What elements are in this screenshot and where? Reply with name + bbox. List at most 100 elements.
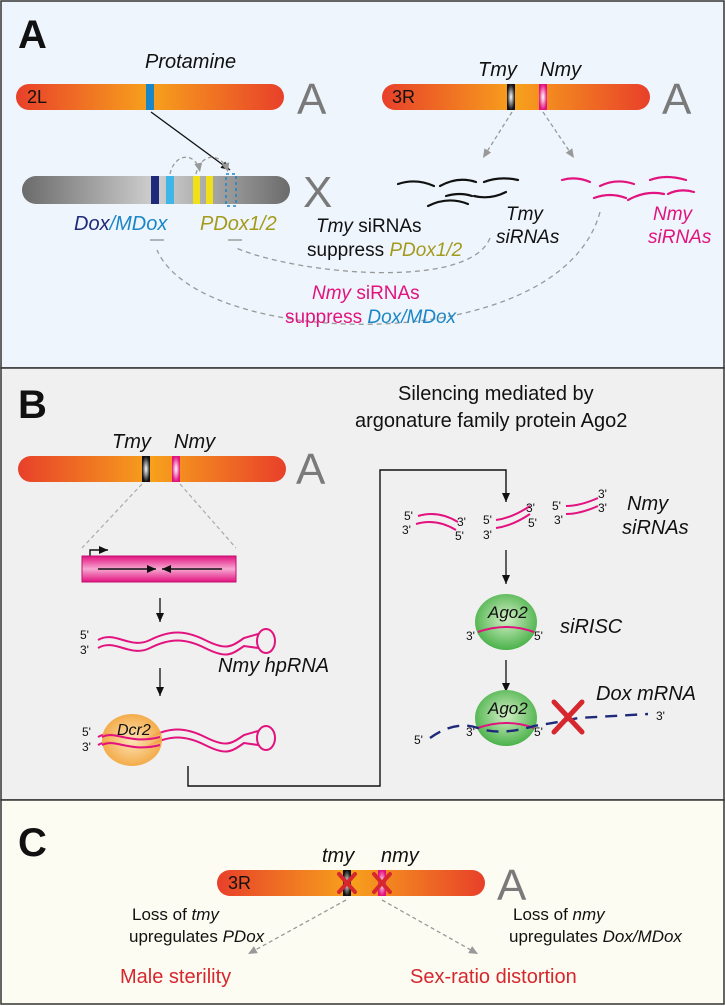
tmy-band [507,84,515,110]
sirna-strand [415,521,457,531]
tmy-transcription-arrow [482,111,513,159]
protamine-insertion-arrow [150,111,231,171]
tmy-sirna-strand [472,190,508,199]
chromosome-3r-c-label: 3R [228,873,251,893]
pdox1-band [193,176,200,204]
ago2-three-prime: 3' [466,725,475,739]
panel-c-letter: C [18,821,47,865]
protamine-insert-site [225,173,237,207]
panel-c-background [0,799,725,1005]
dcr2-label: Dcr2 [117,722,151,739]
nmy-sirnas-label-1: Nmy [653,204,694,225]
sirna-duplex-1: 5' 3' 3' 5' [402,509,466,543]
chromosome-b [18,456,286,482]
sirna-strand [417,513,459,523]
protamine-band [146,84,154,110]
x-letter: X [303,168,332,217]
x-chromosome [22,173,290,207]
prime-label: 3' [457,515,466,529]
prime-label: 5' [528,516,537,530]
autosome-letter-c: A [497,861,527,910]
loss-tmy-text-2: upregulates PDox [129,927,265,946]
nmy-suppress-text-2: suppress Dox/MDox [285,307,458,328]
tmy-label: Tmy [478,59,518,81]
red-cross-stroke [551,699,585,735]
prime-label: 3' [554,513,563,527]
sirisc-label: siRISC [560,616,623,638]
sirna-duplex-2: 5' 3' 3' 5' [483,501,537,542]
nmy-sirnas-label-b-1: Nmy [627,493,669,515]
nmy-label: Nmy [540,59,582,81]
tmy-knockout-cross-icon [337,872,357,894]
chromosome-b-body [18,456,286,482]
dcr2-inner-strand [101,734,161,741]
hprna [97,628,276,656]
male-sterility-label: Male sterility [120,966,231,988]
prime-label: 3' [483,528,492,542]
nmy-sirna-strand [666,189,696,196]
nmy-sirnas-label-b-2: siRNAs [622,517,689,539]
nmy-sirna-strand [592,193,628,200]
nmy-label-c: nmy [381,845,420,867]
prime-label: 3' [598,501,607,515]
dox-mrna-label: Dox mRNA [596,683,696,705]
chromosome-2l: 2L [16,84,284,110]
panel-a-letter: A [18,13,47,57]
ago2-protein [475,594,537,650]
nmy-sirna-strand [648,175,688,182]
zoom-line-right [179,483,237,549]
cross-stroke [372,872,392,894]
loss-nmy-text-2: upregulates Dox/MDox [509,927,682,946]
nmy-sirna-strand [598,180,636,188]
tmy-sirnas-label-1: Tmy [506,204,544,225]
mdox-band [166,176,174,204]
duplication-arrow-1 [169,156,203,175]
nmy-label-b: Nmy [174,431,216,453]
sex-ratio-label: Sex-ratio distortion [410,966,577,988]
ago2-label-2: Ago2 [487,699,528,718]
prime-label: 5' [483,513,492,527]
chromosome-3r-c: 3R [217,870,485,896]
sirna-strand [495,505,531,521]
dox-mrna-strand [429,712,649,739]
tmy-suppression-arc [235,237,491,274]
panel-c: C 3R tmy nmy A Loss of tmy upregulates P… [0,799,725,1005]
tmy-sirna-strand [482,177,520,184]
pdox-label: PDox1/2 [200,213,277,235]
nmy-transcription-arrow [542,111,575,159]
nmy-band [539,84,547,110]
dox-band [151,176,159,204]
autosome-letter-b: A [296,445,326,494]
ago2-label: Ago2 [487,603,528,622]
sirna-strand [565,497,599,507]
nmy-sirnas [560,175,696,202]
dcr2-protein [102,714,162,766]
dox-mdox-label: Dox/MDox [74,213,168,235]
tmy-sirna-strand [438,178,478,188]
zoom-line-left [81,483,143,549]
autosome-letter-2: A [662,75,692,124]
chromosome-3r-body [382,84,650,110]
sirisc-five-prime: 5' [534,629,543,643]
hprna-loop [256,628,276,654]
nmy-knockout-cross-icon [372,872,392,894]
chromosome-2l-label: 2L [27,87,47,107]
prime-label: 5' [552,499,561,513]
prime-label: 3' [598,487,607,501]
panel-b-title-2: argonature family protein Ago2 [355,410,627,432]
hprna-five-prime: 5' [80,628,89,642]
mrna-three-prime: 3' [656,709,665,723]
prime-label: 5' [404,509,413,523]
sirna-strand [565,505,599,515]
hprna-strand-top [97,631,259,648]
tmy-sirnas-label-2: siRNAs [496,227,560,248]
hprna-three-prime: 3' [80,643,89,657]
prime-label: 3' [402,523,411,537]
tmy-suppress-text-1: Tmy siRNAs [316,216,422,237]
dcr2-five-prime: 5' [82,725,91,739]
mrna-five-prime: 5' [414,733,423,747]
sirna-duplex-3: 5' 3' 3' 3' [552,487,607,527]
sirisc-complex: Ago2 3' 5' [466,594,543,650]
tmy-band-b [142,456,150,482]
nmy-suppression-arc [156,211,601,325]
